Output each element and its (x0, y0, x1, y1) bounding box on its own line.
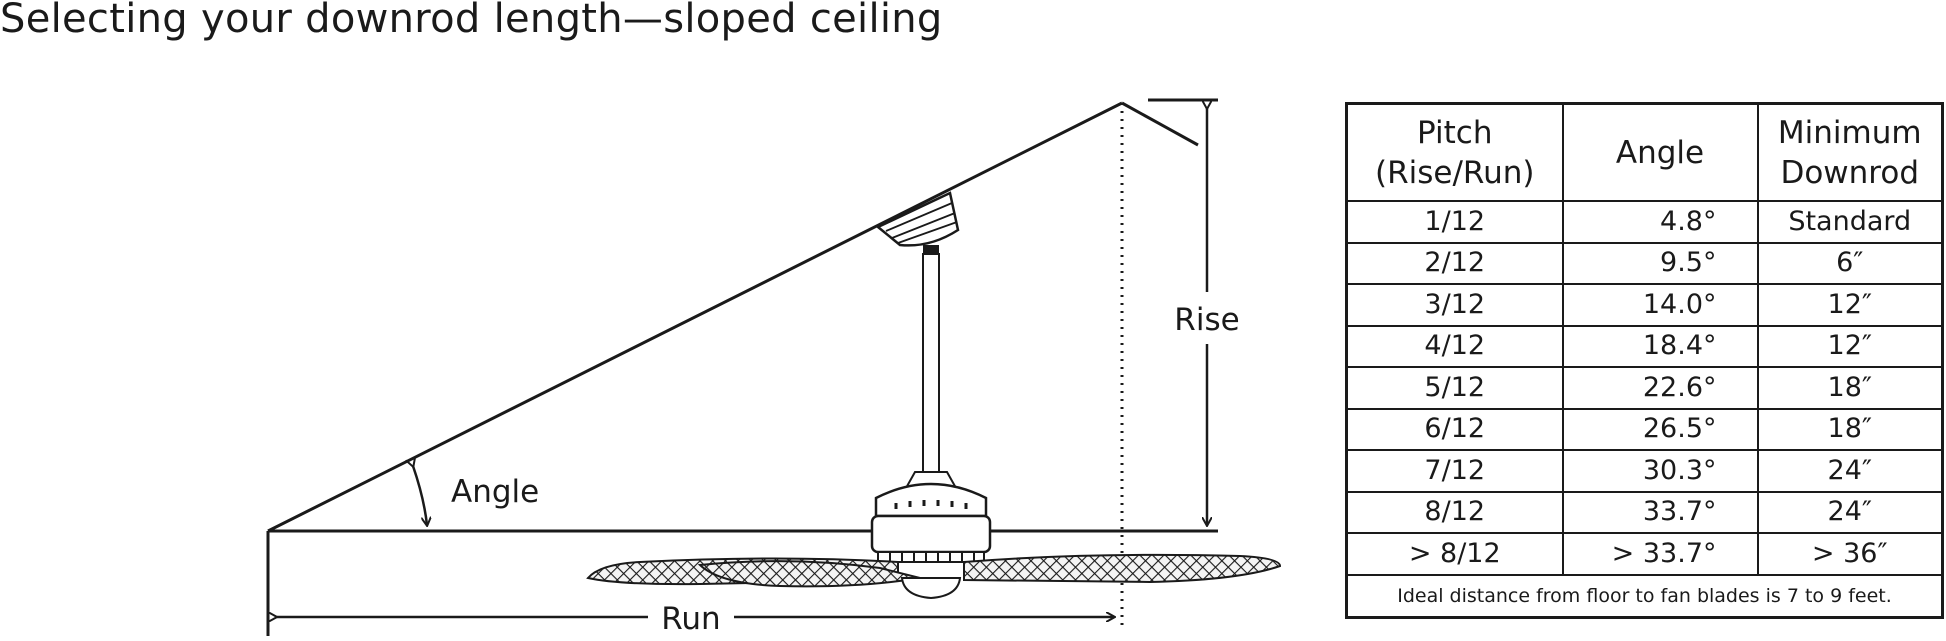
table-row: 6/12 26.5° 18″ (1345, 407, 1944, 451)
sloped-ceiling-line (267, 101, 1123, 533)
angle-cell: 33.7° (1561, 490, 1759, 534)
pitch-cell: 8/12 (1345, 490, 1564, 534)
angle-cell: 30.3° (1561, 449, 1759, 493)
header-downrod-line2: Downrod (1780, 154, 1920, 191)
angle-cell: 14.0° (1561, 283, 1759, 327)
angle-cell: 9.5° (1561, 241, 1759, 285)
table-row: > 8/12 > 33.7° > 36″ (1345, 532, 1944, 576)
run-label: Run (661, 601, 720, 637)
table-row: 4/12 18.4° 12″ (1345, 324, 1944, 368)
pitch-cell: 5/12 (1345, 366, 1564, 410)
roof-peak-line (1121, 101, 1199, 147)
ceiling-fan-illustration (586, 191, 1282, 600)
fan-blade-right (963, 553, 1282, 584)
page-title: Selecting your downrod length—sloped cei… (0, 0, 943, 42)
downrod-cell: 12″ (1756, 324, 1944, 368)
downrod-cell: 24″ (1756, 490, 1944, 534)
header-angle-line1: Angle (1615, 134, 1705, 171)
sloped-ceiling-diagram: Rise Run Angle (266, 98, 1282, 637)
angle-cell: 18.4° (1561, 324, 1759, 368)
table-row: 1/12 4.8° Standard (1345, 200, 1944, 244)
pitch-cell: 1/12 (1345, 200, 1564, 244)
table-header-row: Pitch (Rise/Run) Angle Minimum Downrod (1345, 102, 1944, 202)
downrod-cell: 12″ (1756, 283, 1944, 327)
angle-cell: 4.8° (1561, 200, 1759, 244)
downrod-cell: > 36″ (1756, 532, 1944, 576)
fan-blade-front (697, 560, 921, 588)
pitch-angle-table: Pitch (Rise/Run) Angle Minimum Downrod 1… (1345, 102, 1944, 619)
rise-label: Rise (1174, 302, 1239, 338)
pitch-cell: 2/12 (1345, 241, 1564, 285)
angle-cell: > 33.7° (1561, 532, 1759, 576)
header-pitch-line1: Pitch (1417, 114, 1493, 151)
table-row: 3/12 14.0° 12″ (1345, 283, 1944, 327)
angle-arc (413, 466, 427, 525)
header-angle: Angle (1561, 102, 1759, 202)
pitch-cell: 4/12 (1345, 324, 1564, 368)
table-row: 7/12 30.3° 24″ (1345, 449, 1944, 493)
table-footnote: Ideal distance from floor to fan blades … (1345, 573, 1944, 618)
downrod-cell: 24″ (1756, 449, 1944, 493)
header-downrod: Minimum Downrod (1756, 102, 1944, 202)
canopy-collar (923, 245, 939, 254)
downrod (922, 253, 940, 473)
table-row: 8/12 33.7° 24″ (1345, 490, 1944, 534)
table-footnote-row: Ideal distance from floor to fan blades … (1345, 573, 1944, 618)
pitch-cell: > 8/12 (1345, 532, 1564, 576)
pitch-cell: 3/12 (1345, 283, 1564, 327)
downrod-cell: 18″ (1756, 366, 1944, 410)
angle-cell: 22.6° (1561, 366, 1759, 410)
header-pitch-line2: (Rise/Run) (1375, 154, 1535, 191)
downrod-cell: 18″ (1756, 407, 1944, 451)
table-row: 5/12 22.6° 18″ (1345, 366, 1944, 410)
table-row: 2/12 9.5° 6″ (1345, 241, 1944, 285)
downrod-cell: 6″ (1756, 241, 1944, 285)
motor-housing-body (870, 514, 992, 554)
downrod-cell: Standard (1756, 200, 1944, 244)
pitch-cell: 7/12 (1345, 449, 1564, 493)
fan-bottom-cap (900, 577, 962, 600)
fan-canopy (875, 191, 960, 247)
angle-label: Angle (451, 474, 539, 510)
pitch-cell: 6/12 (1345, 407, 1564, 451)
header-downrod-line1: Minimum (1777, 114, 1922, 151)
header-pitch: Pitch (Rise/Run) (1345, 102, 1564, 202)
motor-housing-top (874, 482, 988, 518)
angle-cell: 26.5° (1561, 407, 1759, 451)
